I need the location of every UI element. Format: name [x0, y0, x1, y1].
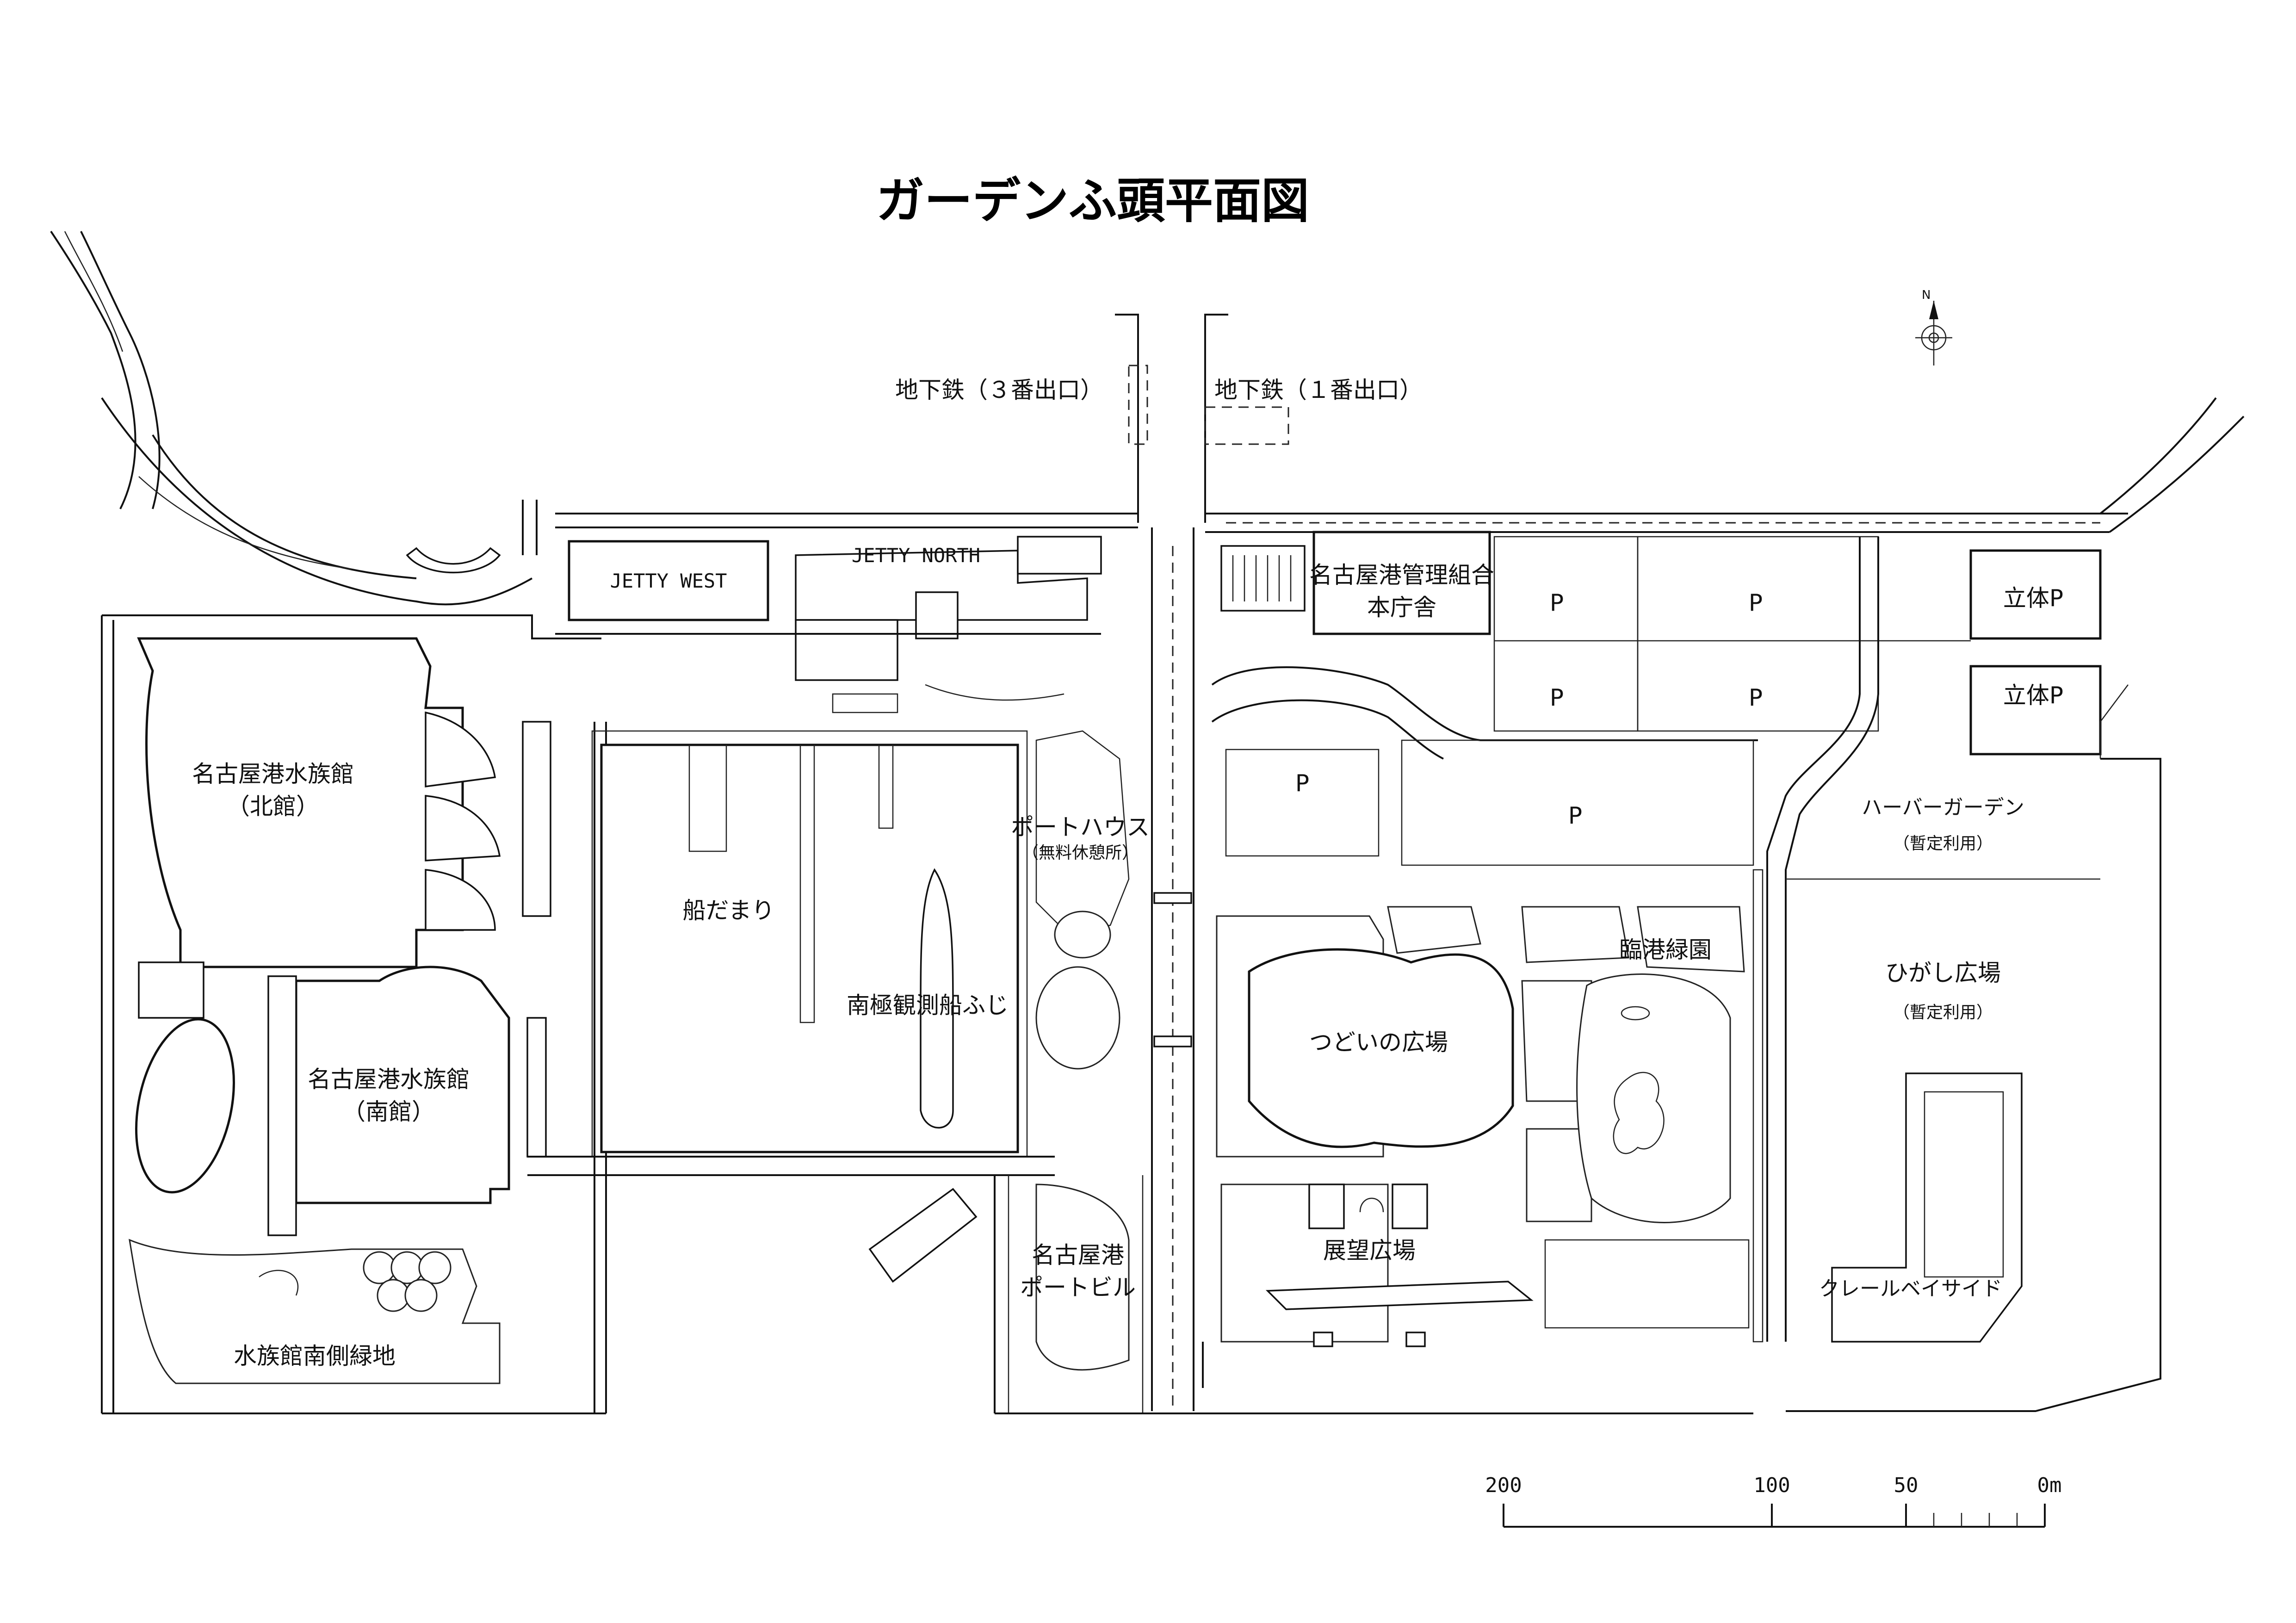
- observation-plaza-label: 展望広場: [1323, 1237, 1416, 1264]
- subway-exit-3-label: 地下鉄（３番出口）: [895, 377, 1103, 403]
- aquarium-north-label-2: （北館）: [227, 793, 319, 820]
- higashi-plaza-note: （暫定利用）: [1893, 1003, 1993, 1022]
- tsudoi-plaza-label: つどいの広場: [1309, 1029, 1448, 1056]
- aquarium-green-label: 水族館南側緑地: [234, 1343, 396, 1369]
- east-access-road: [1211, 537, 1879, 1342]
- aquarium-south-label-2: （南館）: [342, 1098, 435, 1125]
- jetty-west-label: JETTY WEST: [610, 570, 727, 592]
- parking-label-3: P: [1749, 589, 1763, 616]
- port-house-label-1: ポートハウス: [1011, 814, 1150, 841]
- parking-label-1: P: [1550, 589, 1564, 616]
- aquarium-north-label-1: 名古屋港水族館: [192, 761, 354, 787]
- observation-plaza-area: 展望広場: [1202, 1183, 1534, 1388]
- harbor-garden-note: （暫定利用）: [1893, 834, 1993, 853]
- jetty-north-label: JETTY NORTH: [852, 544, 980, 567]
- east-plaza-area: ハーバーガーデン （暫定利用） ひがし広場 （暫定利用） クレールベイサイド: [1786, 684, 2161, 1412]
- fuji-ship-label: 南極観測船ふじ: [847, 992, 1009, 1019]
- map-title: ガーデンふ頭平面図: [876, 173, 1309, 229]
- northwest-coastal-road: [50, 230, 532, 606]
- port-house-area: ポートハウス （無料休憩所）: [1011, 730, 1150, 1070]
- boat-basin-area: 船だまり 南極観測船ふじ: [527, 730, 1055, 1176]
- port-building-label-1: 名古屋港: [1032, 1242, 1124, 1269]
- tsudoi-plaza-area: つどいの広場: [1216, 906, 1745, 1222]
- port-building-label-2: ポートビル: [1020, 1274, 1136, 1301]
- rinko-garden-area: 臨港緑園: [1544, 869, 1764, 1343]
- jetty-area: JETTY WEST JETTY NORTH: [555, 536, 1102, 713]
- north-label: N: [1922, 288, 1931, 302]
- aquarium-north-building: 名古屋港水族館 （北館）: [137, 637, 501, 968]
- aquarium-south-green: 水族館南側緑地: [129, 1239, 501, 1384]
- port-building-area: 名古屋港 ポートビル: [868, 1175, 1753, 1414]
- parking-label-4: P: [1749, 684, 1763, 711]
- crane-beside-label: クレールベイサイド: [1819, 1277, 2002, 1301]
- aquarium-south-building: 名古屋港水族館 （南館）: [135, 721, 551, 1236]
- scale-label-0m: 0m: [2037, 1474, 2062, 1497]
- central-parking: P P: [1225, 739, 1754, 866]
- multistory-parking-label-2: 立体P: [2003, 682, 2063, 709]
- parking-label-2: P: [1550, 684, 1564, 711]
- port-house-label-2: （無料休憩所）: [1022, 843, 1139, 862]
- port-authority-area: 名古屋港管理組合 本庁舎 P P P P 立体P 立体P: [1220, 531, 2102, 756]
- multistory-parking-label-1: 立体P: [2003, 585, 2063, 612]
- scale-label-100: 100: [1753, 1474, 1790, 1497]
- scale-bar: 200 100 50 0m: [1485, 1474, 2062, 1528]
- higashi-plaza-label: ひがし広場: [1885, 960, 2001, 986]
- scale-label-50: 50: [1894, 1474, 1918, 1497]
- rinko-garden-label: 臨港緑園: [1619, 936, 1712, 963]
- aquarium-south-label-1: 名古屋港水族館: [308, 1066, 470, 1093]
- port-authority-label-1: 名古屋港管理組合: [1309, 562, 1494, 588]
- subway-exit-1-label: 地下鉄（１番出口）: [1214, 377, 1423, 403]
- parking-label-5: P: [1295, 770, 1309, 797]
- port-authority-label-2: 本庁舎: [1367, 594, 1436, 621]
- scale-label-200: 200: [1485, 1474, 1522, 1497]
- boat-basin-label: 船だまり: [683, 897, 775, 924]
- harbor-garden-label: ハーバーガーデン: [1862, 796, 2024, 819]
- parking-label-6: P: [1568, 802, 1582, 829]
- jetty-west-building: [568, 540, 769, 621]
- main-north-south-road: [1115, 314, 1289, 1411]
- north-arrow-icon: N: [1915, 288, 1952, 365]
